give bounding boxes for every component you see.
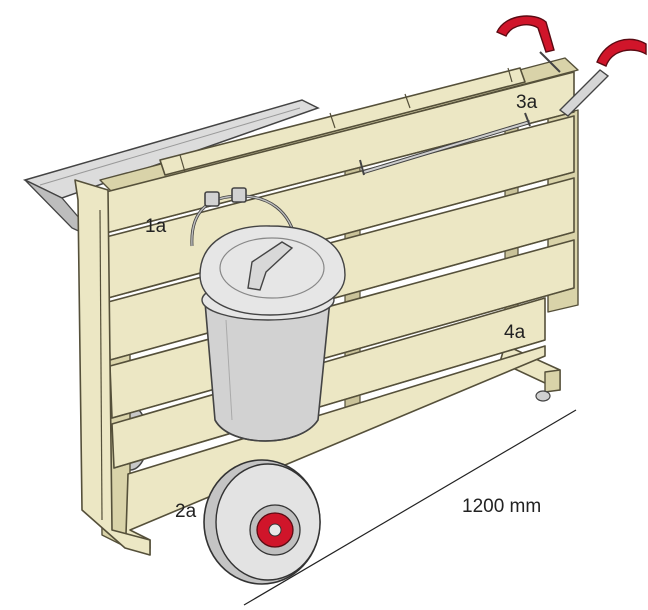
dimension-label: 1200 mm [462, 496, 541, 517]
holder-bar [359, 112, 531, 176]
handles [496, 15, 647, 117]
front-wheel [203, 459, 321, 585]
label-1a: 1a [145, 216, 167, 237]
top-trough [99, 57, 579, 193]
label-2a: 2a [175, 501, 197, 522]
label-3a: 3a [516, 92, 538, 113]
label-4a: 4a [504, 322, 526, 343]
dimension-line [243, 409, 577, 606]
bucket [190, 187, 346, 442]
